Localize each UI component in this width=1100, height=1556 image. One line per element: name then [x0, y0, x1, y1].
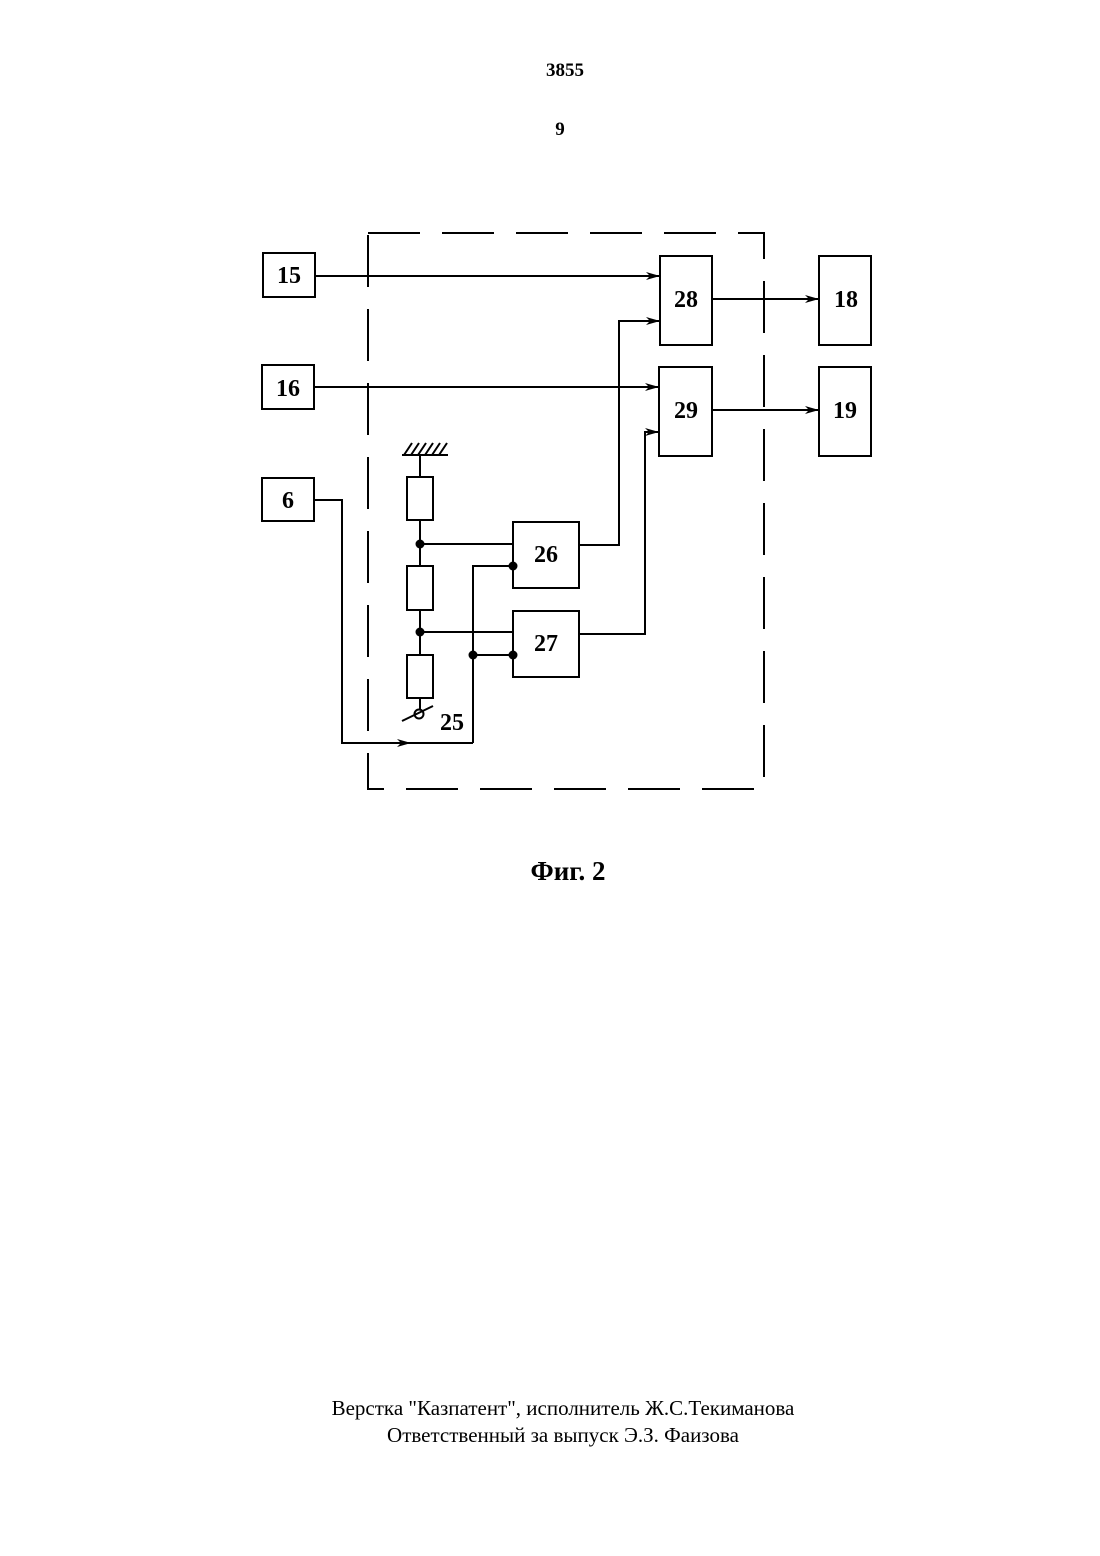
block-26: 26	[513, 522, 579, 588]
block-28: 28	[660, 256, 712, 345]
svg-text:16: 16	[276, 376, 300, 402]
switch-25: 25	[402, 706, 464, 736]
block-19: 19	[819, 367, 871, 456]
figure-caption: Фиг. 2	[0, 856, 1100, 887]
block-diagram: 15 16 6 28 29 18 19 26 27	[0, 0, 1100, 830]
block-16: 16	[262, 365, 314, 409]
svg-text:28: 28	[674, 287, 698, 313]
svg-text:27: 27	[534, 631, 558, 657]
svg-text:26: 26	[534, 542, 558, 568]
svg-text:6: 6	[282, 488, 294, 514]
block-27: 27	[513, 611, 579, 677]
footer-credits: Верстка "Казпатент", исполнитель Ж.С.Тек…	[0, 1396, 1100, 1421]
footer-responsible: Ответственный за выпуск Э.З. Фаизова	[0, 1423, 1100, 1448]
ground-symbol	[402, 443, 448, 477]
svg-text:15: 15	[277, 263, 301, 289]
block-6: 6	[262, 478, 314, 521]
wire-6-switch	[314, 500, 410, 743]
svg-text:25: 25	[440, 710, 464, 736]
block-29: 29	[659, 367, 712, 456]
svg-text:18: 18	[834, 287, 858, 313]
svg-text:19: 19	[833, 398, 857, 424]
resistor-2	[407, 566, 433, 610]
block-15: 15	[263, 253, 315, 297]
svg-text:29: 29	[674, 398, 698, 424]
resistor-3	[407, 655, 433, 698]
resistor-1	[407, 477, 433, 520]
block-18: 18	[819, 256, 871, 345]
